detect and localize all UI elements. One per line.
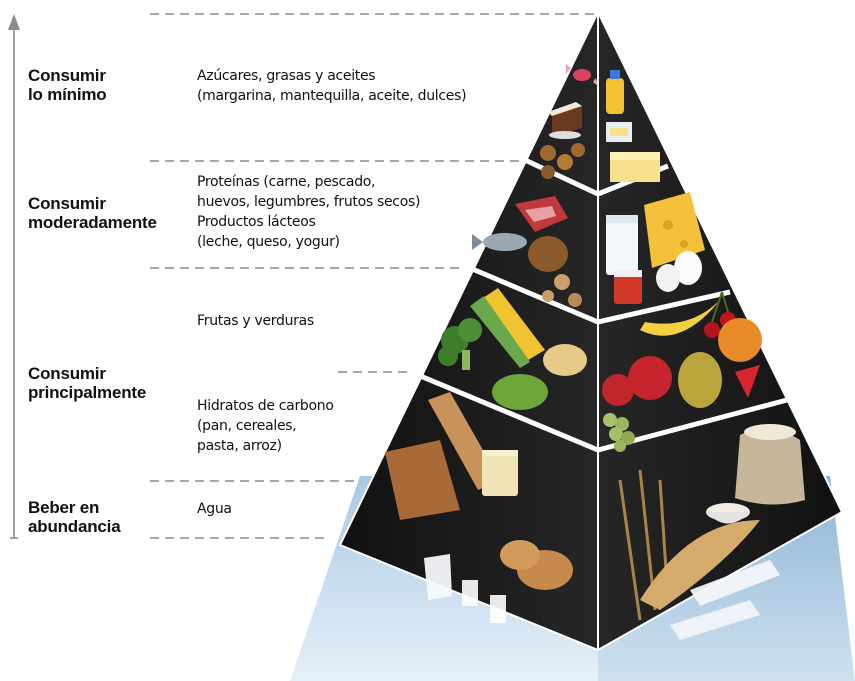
margarine-icon — [610, 152, 660, 182]
category-label-abundancia: Beber en abundancia — [28, 498, 121, 536]
group-line: pasta, arroz) — [197, 438, 282, 454]
category-line: abundancia — [28, 517, 121, 536]
pepper-icon — [492, 344, 587, 410]
banana-icon — [640, 300, 720, 336]
broccoli-icon — [438, 318, 482, 370]
cheese-icon — [644, 192, 705, 268]
butter-icon — [606, 122, 632, 142]
meat-icon — [515, 196, 568, 232]
category-line: Consumir — [28, 364, 106, 383]
group-line: (margarina, mantequilla, aceite, dulces) — [197, 88, 467, 104]
guide-lines — [150, 13, 598, 539]
vertical-arrow — [8, 14, 20, 539]
group-line: (leche, queso, yogur) — [197, 234, 340, 250]
group-frutas: Frutas y verduras — [197, 311, 314, 331]
fish-icon — [472, 233, 527, 251]
tier-fruits-vegetables — [438, 288, 762, 452]
group-line: (pan, cereales, — [197, 418, 297, 434]
pear-icon — [678, 352, 722, 408]
category-line: Consumir — [28, 194, 106, 213]
yogurt-icon — [614, 270, 642, 304]
group-azucares: Azúcares, grasas y aceites (margarina, m… — [197, 66, 467, 106]
group-line: Hidratos de carbono — [197, 398, 334, 414]
egg-icon — [656, 251, 702, 292]
tier-carbohydrates — [385, 392, 805, 621]
group-hidratos: Hidratos de carbono (pan, cereales, past… — [197, 396, 334, 456]
group-line: Azúcares, grasas y aceites — [197, 68, 376, 84]
group-line: Agua — [197, 501, 232, 517]
water-pitcher-icon — [424, 554, 452, 600]
apple-icon — [602, 356, 672, 406]
candy-icon — [566, 64, 598, 86]
milk-glass-icon — [606, 215, 638, 275]
group-line: Frutas y verduras — [197, 313, 314, 329]
nuts-icon — [528, 236, 582, 307]
category-line: lo mínimo — [28, 85, 107, 104]
water-bottle-icon — [670, 560, 780, 640]
group-line: huevos, legumbres, frutos secos) — [197, 194, 421, 210]
cake-icon — [548, 102, 582, 139]
group-line: Proteínas (carne, pescado, — [197, 174, 376, 190]
category-label-principalmente: Consumir principalmente — [28, 364, 146, 402]
category-line: Consumir — [28, 66, 106, 85]
strawberry-icon — [735, 365, 760, 398]
corn-icon — [470, 288, 545, 368]
group-agua: Agua — [197, 499, 232, 519]
group-line: Productos lácteos — [197, 214, 316, 230]
rice-bowl-icon — [706, 503, 750, 524]
pasta-jar-icon — [482, 450, 518, 496]
tier-sugars-fats — [540, 64, 660, 182]
tier-water — [424, 554, 780, 640]
category-line: principalmente — [28, 383, 147, 402]
grain-sack-icon — [735, 424, 805, 505]
bread-rolls-icon — [500, 540, 573, 590]
orange-icon — [718, 318, 762, 362]
tier-proteins-dairy — [472, 192, 705, 307]
grapes-icon — [603, 413, 635, 452]
water-glass-icon — [462, 580, 506, 623]
group-proteinas: Proteínas (carne, pescado, huevos, legum… — [197, 172, 420, 252]
category-line: Beber en — [28, 498, 100, 517]
cookies-icon — [540, 143, 585, 179]
category-label-moderadamente: Consumir moderadamente — [28, 194, 157, 232]
oil-bottle-icon — [606, 70, 624, 114]
category-line: moderadamente — [28, 213, 157, 232]
category-label-minimo: Consumir lo mínimo — [28, 66, 107, 104]
